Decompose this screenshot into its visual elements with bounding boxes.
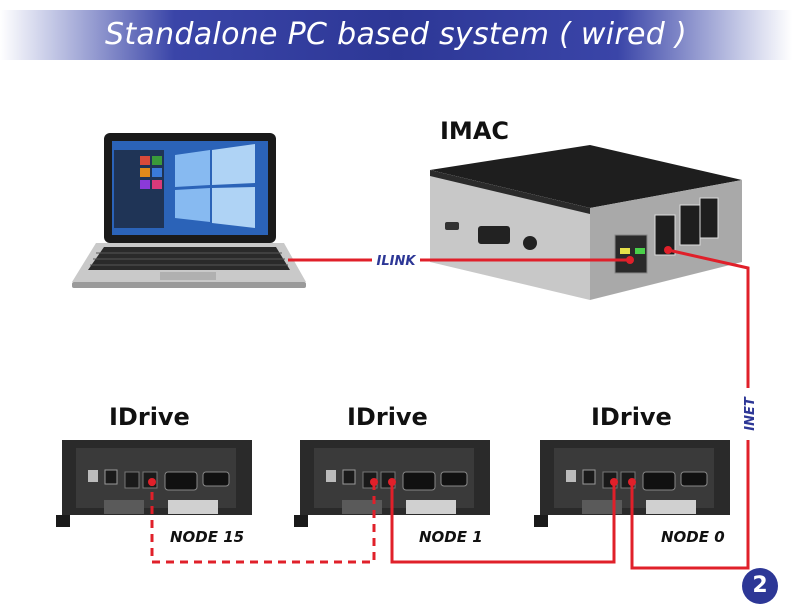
inet-cable bbox=[148, 246, 750, 570]
ilink-cable bbox=[288, 256, 634, 264]
idrive-node-1-icon bbox=[294, 440, 490, 527]
page-title: Standalone PC based system ( wired ) bbox=[105, 17, 687, 52]
idrive-node-0-icon bbox=[534, 440, 730, 527]
node-label-0: NODE 0 bbox=[661, 528, 725, 546]
imac-controller-icon bbox=[430, 145, 742, 300]
imac-label: IMAC bbox=[440, 117, 509, 145]
node-label-1: NODE 1 bbox=[419, 528, 483, 546]
idrive-label-left: IDrive bbox=[109, 403, 190, 431]
inet-label: INET bbox=[743, 396, 758, 431]
page-number-badge: 2 bbox=[742, 568, 778, 604]
idrive-label-middle: IDrive bbox=[347, 403, 428, 431]
title-banner bbox=[0, 10, 792, 60]
ilink-label: ILINK bbox=[377, 254, 417, 269]
idrive-label-right: IDrive bbox=[591, 403, 672, 431]
idrive-node-15-icon bbox=[56, 440, 252, 527]
laptop-icon bbox=[72, 133, 306, 288]
node-label-15: NODE 15 bbox=[170, 528, 245, 546]
